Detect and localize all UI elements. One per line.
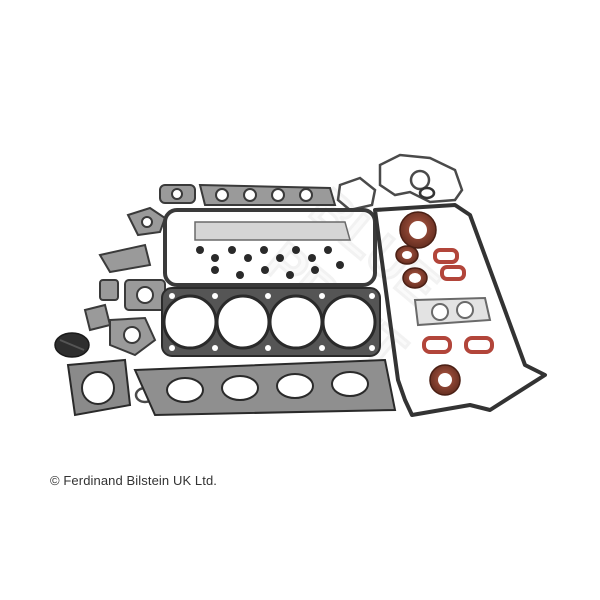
valve-stem-seals (196, 246, 344, 279)
oil-pan-gasket (163, 208, 377, 287)
camshaft-seal (395, 245, 419, 265)
oil-seal-medium (402, 267, 428, 289)
small-square-gasket (99, 279, 119, 301)
crankshaft-seal-large (399, 211, 437, 249)
flange-gasket-left-2 (126, 206, 167, 237)
throttle-body-gasket (66, 358, 132, 417)
rubber-plug (54, 332, 90, 358)
intake-manifold-gasket-rear (194, 221, 351, 241)
egr-gasket (124, 279, 166, 311)
thermostat-gasket (98, 243, 152, 274)
intake-manifold-gasket (133, 358, 397, 417)
small-o-ring (418, 186, 436, 200)
cylinder-head-gasket (161, 287, 381, 357)
copyright-notice: © Ferdinand Bilstein UK Ltd. (50, 473, 218, 488)
exhaust-flange-gasket (413, 296, 492, 327)
injector-seals (422, 248, 494, 354)
exhaust-manifold-gasket (198, 183, 337, 206)
water-pump-gasket (83, 303, 112, 332)
rear-main-seal (429, 364, 461, 396)
timing-cover-gasket (378, 153, 464, 204)
small-cover-gasket (336, 176, 377, 212)
flange-gasket-top-left (159, 184, 196, 204)
water-outlet-gasket (109, 316, 157, 357)
rocker-cover-gasket (373, 203, 547, 417)
